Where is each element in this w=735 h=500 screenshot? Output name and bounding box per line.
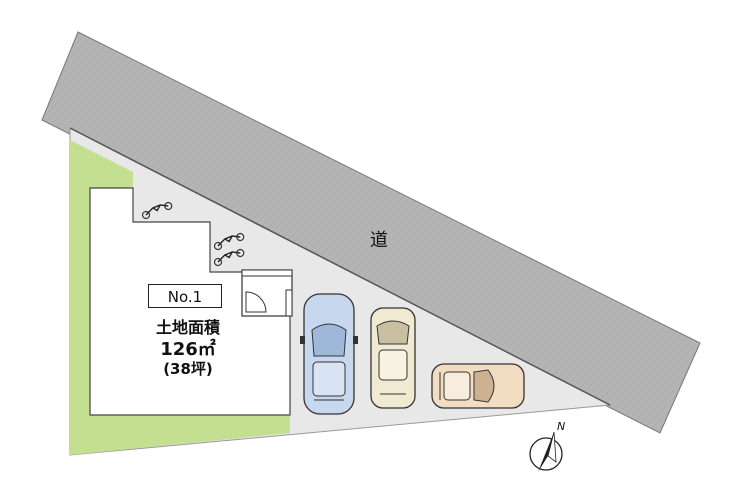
land-area-tsubo: (38坪) bbox=[163, 360, 213, 378]
car-icon bbox=[370, 307, 416, 409]
land-area-value: 126㎡ bbox=[160, 339, 216, 360]
car-icon bbox=[431, 363, 525, 409]
lot-number-badge: No.1 bbox=[148, 284, 222, 308]
bicycle-icon bbox=[141, 201, 173, 220]
land-area-title: 土地面積 bbox=[155, 318, 220, 337]
car-icon bbox=[300, 293, 358, 415]
entrance-door-icon bbox=[241, 269, 293, 317]
north-letter: N bbox=[557, 420, 566, 433]
lot-boundary bbox=[69, 127, 611, 406]
bicycle-icon bbox=[213, 232, 245, 251]
bicycle-icon bbox=[213, 248, 245, 267]
north-arrow-icon bbox=[529, 431, 563, 472]
garden-west bbox=[70, 140, 290, 455]
road-label: 道 bbox=[370, 230, 388, 251]
road bbox=[41, 31, 701, 434]
